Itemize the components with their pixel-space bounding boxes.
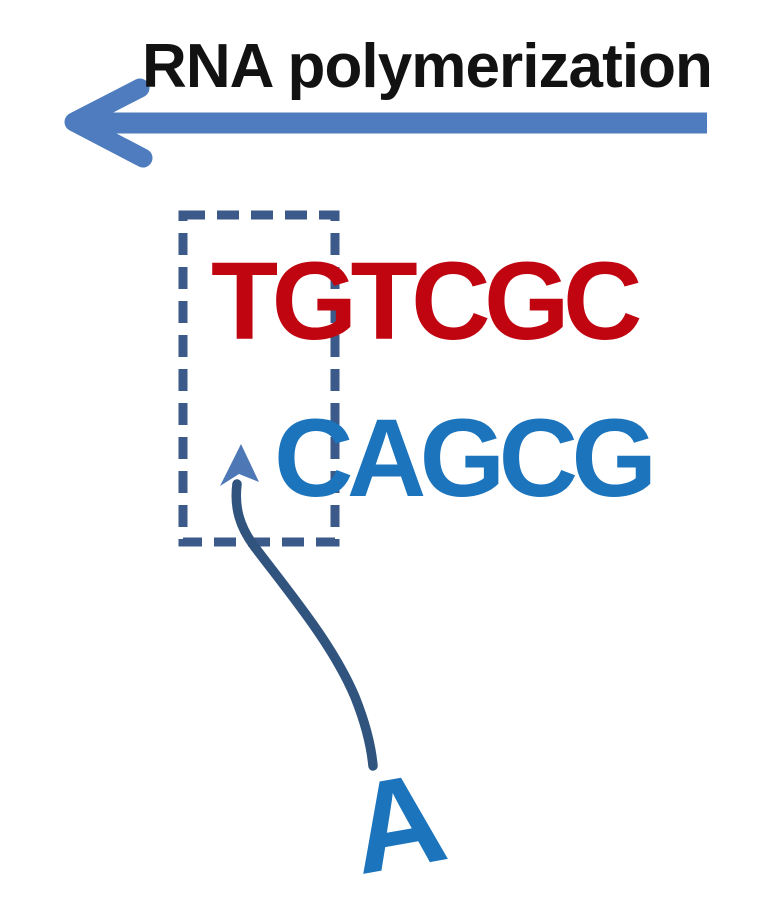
curved-arrow-head [220,444,259,486]
left-arrow-icon [64,78,707,168]
template-dna-strand: TGTCGC [211,240,642,363]
nascent-rna-strand: CAGCG [274,397,657,520]
curved-arrow-shaft [231,479,378,771]
figure-title: RNA polymerization [141,32,713,101]
active-site-box-icon [178,210,340,547]
curved-up-arrow-icon [220,444,378,771]
left-arrow-head [64,78,153,168]
